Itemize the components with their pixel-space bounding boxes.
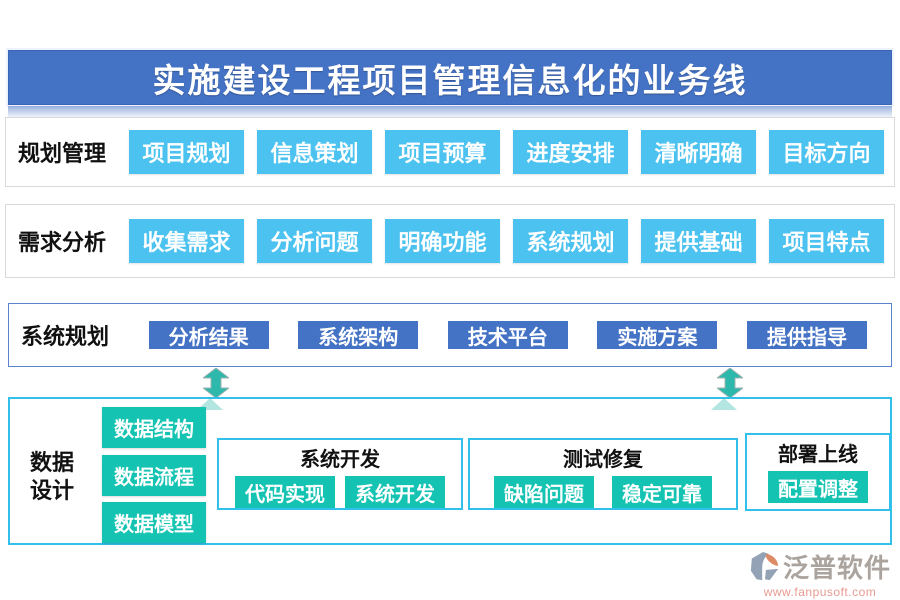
chip-clear-definite[interactable]: 清晰明确 — [641, 130, 757, 174]
chip-schedule-arrangement[interactable]: 进度安排 — [513, 130, 629, 174]
chip-project-budget[interactable]: 项目预算 — [385, 130, 501, 174]
chip-goal-direction[interactable]: 目标方向 — [769, 130, 885, 174]
title-bar: 实施建设工程项目管理信息化的业务线 — [8, 50, 892, 105]
chip-system-planning[interactable]: 系统规划 — [513, 219, 629, 263]
row-system-planning: 系统规划 分析结果 系统架构 技术平台 实施方案 提供指导 — [8, 303, 892, 367]
chip-project-features[interactable]: 项目特点 — [769, 219, 885, 263]
row-system-planning-label: 系统规划 — [21, 324, 110, 349]
group-system-development-title: 系统开发 — [300, 449, 380, 471]
chip-clarify-functions[interactable]: 明确功能 — [385, 219, 501, 263]
chip-provide-basis[interactable]: 提供基础 — [641, 219, 757, 263]
chip-stable-reliable[interactable]: 稳定可靠 — [612, 476, 712, 508]
row-requirement-label: 需求分析 — [18, 230, 107, 255]
group-system-development-chips: 代码实现 系统开发 — [235, 476, 445, 508]
group-test-repair-chips: 缺陷问题 稳定可靠 — [494, 476, 712, 508]
chip-project-planning[interactable]: 项目规划 — [129, 130, 245, 174]
chip-data-model[interactable]: 数据模型 — [102, 502, 206, 543]
chip-data-structure[interactable]: 数据结构 — [102, 407, 206, 448]
up-down-arrow-icon — [203, 368, 229, 398]
arrow-reflection-icon — [711, 398, 737, 410]
chip-data-flow[interactable]: 数据流程 — [102, 455, 206, 496]
group-deploy-online-chips: 配置调整 — [768, 471, 868, 503]
group-deploy-online: 部署上线 配置调整 — [745, 433, 891, 511]
chip-config-adjustment[interactable]: 配置调整 — [768, 471, 868, 503]
title-reflection — [8, 106, 892, 119]
chip-system-development[interactable]: 系统开发 — [345, 476, 445, 508]
chip-code-implementation[interactable]: 代码实现 — [235, 476, 335, 508]
brand-url[interactable]: www.fanpusoft.com — [763, 585, 877, 599]
row-planning-management: 规划管理 项目规划 信息策划 项目预算 进度安排 清晰明确 目标方向 — [5, 117, 895, 187]
up-down-arrow-icon — [717, 368, 743, 398]
brand-footer: 泛普软件 www.fanpusoft.com — [748, 548, 892, 599]
page-title: 实施建设工程项目管理信息化的业务线 — [152, 61, 748, 99]
fanpu-logo-icon — [750, 551, 779, 580]
chip-technology-platform[interactable]: 技术平台 — [447, 321, 568, 349]
chip-implementation-plan[interactable]: 实施方案 — [597, 321, 718, 349]
chip-analysis-result[interactable]: 分析结果 — [148, 321, 269, 349]
group-system-development: 系统开发 代码实现 系统开发 — [217, 438, 463, 510]
section-data-design: 数据设计 数据结构 数据流程 数据模型 系统开发 代码实现 系统开发 测试修复 … — [8, 397, 892, 545]
brand-name: 泛普软件 — [782, 553, 891, 583]
row-planning-label: 规划管理 — [18, 141, 107, 166]
group-deploy-online-title: 部署上线 — [778, 444, 858, 466]
chip-defect-issues[interactable]: 缺陷问题 — [494, 476, 594, 508]
chip-system-architecture[interactable]: 系统架构 — [298, 321, 419, 349]
chip-information-planning[interactable]: 信息策划 — [257, 130, 373, 174]
group-test-repair-title: 测试修复 — [563, 449, 643, 471]
row-requirement-analysis: 需求分析 收集需求 分析问题 明确功能 系统规划 提供基础 项目特点 — [5, 204, 895, 278]
chip-provide-guidance[interactable]: 提供指导 — [746, 321, 867, 349]
brand-row: 泛普软件 — [748, 548, 892, 585]
chip-analyze-problems[interactable]: 分析问题 — [257, 219, 373, 263]
data-design-label: 数据设计 — [30, 450, 75, 503]
group-test-repair: 测试修复 缺陷问题 稳定可靠 — [468, 438, 738, 510]
chip-collect-requirements[interactable]: 收集需求 — [129, 219, 245, 263]
